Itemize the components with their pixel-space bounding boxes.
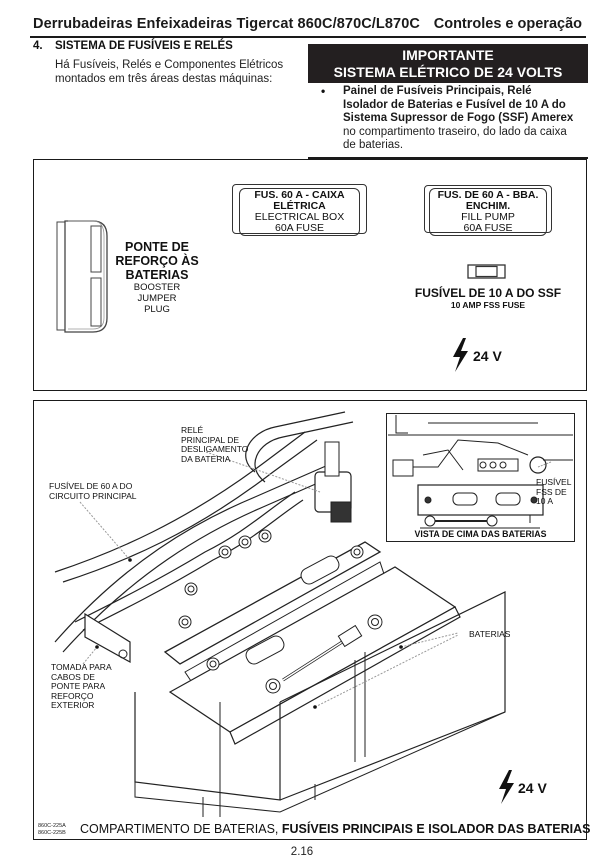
- battery-compartment-drawing: [54, 411, 506, 817]
- booster-socket-callout: TOMADA PARA CABOS DE PONTE PARA REFORÇO …: [51, 662, 112, 711]
- label-text: FUS. 60 A - CAIXA: [254, 189, 345, 201]
- bullet-line: de baterias.: [343, 139, 404, 152]
- bullet-bold-line: Isolador de Baterias e Fusível de 10 A d…: [343, 98, 566, 111]
- battery-compartment-figure: [33, 400, 587, 840]
- figure-caption: COMPARTIMENTO DE BATERIAS, FUSÍVEIS PRIN…: [80, 822, 591, 836]
- label-text: FILL PUMP: [461, 211, 515, 223]
- callout-text: CABOS DE: [51, 671, 95, 682]
- important-heading: IMPORTANTE: [402, 47, 494, 63]
- intro-line: montados em três áreas destas máquinas:: [55, 72, 273, 85]
- main-fuse-callout: FUSÍVEL DE 60 A DO CIRCUITO PRINCIPAL: [49, 481, 137, 501]
- callout-text: RELÉ: [181, 425, 204, 435]
- fss-fuse-callout: FUSÍVEL FSS DE 10 A: [536, 477, 572, 507]
- bullet-bold-line: Sistema Supressor de Fogo (SSF) Amerex: [343, 112, 574, 125]
- callout-text: EXTERIOR: [51, 700, 95, 710]
- fuse-label-inner: FUS. 60 A - CAIXA ELÉTRICA ELECTRICAL BO…: [239, 188, 360, 236]
- bullet-divider: [308, 157, 588, 159]
- figure-code: 860C-225B: [38, 829, 66, 836]
- label-text: PONTE DE: [125, 240, 189, 254]
- important-subheading: SISTEMA ELÉTRICO DE 24 VOLTS: [333, 64, 563, 80]
- label-text: ENCHIM.: [465, 200, 511, 212]
- bullet-bold-line: Painel de Fusíveis Principais, Relé: [343, 85, 532, 97]
- important-notice: IMPORTANTE SISTEMA ELÉTRICO DE 24 VOLTS: [308, 44, 588, 83]
- callout-text: PONTE PARA: [51, 681, 106, 691]
- bullet-icon: •: [321, 84, 326, 98]
- header-divider: [30, 36, 586, 38]
- callout-text: FUSÍVEL DE 60 A DO: [49, 481, 133, 491]
- callout-text: DESLIGAMENTO: [181, 444, 249, 454]
- label-text: REFORÇO ÀS: [115, 254, 199, 268]
- voltage-label: 24 V: [518, 780, 547, 796]
- voltage-label: 24 V: [473, 348, 502, 364]
- electrical-box-fuse-label: FUS. 60 A - CAIXA ELÉTRICA ELECTRICAL BO…: [232, 184, 367, 236]
- fuse-icon: [467, 264, 506, 279]
- label-text: BOOSTER: [133, 282, 181, 293]
- label-text: 60A FUSE: [274, 222, 325, 234]
- callout-text: TOMADA PARA: [51, 662, 112, 672]
- section-title: SISTEMA DE FUSÍVEIS E RELÉS: [55, 40, 233, 52]
- label-text: FUS. DE 60 A - BBA.: [437, 189, 539, 201]
- label-text: 10 AMP FSS FUSE: [450, 300, 526, 310]
- label-text: 60A FUSE: [463, 222, 513, 234]
- callout-text: REFORÇO: [51, 690, 94, 701]
- caption-text: COMPARTIMENTO DE BATERIAS,: [80, 822, 282, 836]
- intro-line: Há Fusíveis, Relés e Componentes Elétric…: [55, 59, 284, 71]
- fuse-label-inner: FUS. DE 60 A - BBA. ENCHIM. FILL PUMP 60…: [429, 188, 547, 236]
- lightning-bolt-icon: [453, 338, 468, 372]
- inset-caption: VISTA DE CIMA DAS BATERIAS: [414, 529, 547, 539]
- label-text: JUMPER: [137, 293, 177, 304]
- callout-text: PRINCIPAL DE: [181, 434, 240, 445]
- callout-text: CIRCUITO PRINCIPAL: [49, 490, 137, 501]
- page-number: 2.16: [290, 846, 314, 858]
- batteries-callout: BATERIAS: [469, 629, 511, 639]
- document-title: Derrubadeiras Enfeixadeiras Tigercat 860…: [33, 16, 420, 32]
- label-text: BATERIAS: [125, 268, 189, 282]
- label-text: FUSÍVEL DE 10 A DO SSF: [414, 286, 562, 300]
- lightning-bolt-icon: [499, 770, 514, 804]
- ssf-fuse-label: FUSÍVEL DE 10 A DO SSF 10 AMP FSS FUSE: [400, 286, 576, 311]
- section-number: 4.: [33, 40, 43, 52]
- label-text: ELECTRICAL BOX: [254, 211, 345, 223]
- section-name: Controles e operação: [433, 16, 582, 32]
- callout-text: FSS DE: [536, 486, 567, 497]
- label-text: ELÉTRICA: [273, 200, 326, 212]
- callout-text: FUSÍVEL: [536, 477, 572, 487]
- figure-code: 860C-225A: [38, 823, 66, 829]
- fill-pump-fuse-label: FUS. DE 60 A - BBA. ENCHIM. FILL PUMP 60…: [424, 185, 552, 236]
- intro-paragraph: Há Fusíveis, Relés e Componentes Elétric…: [55, 59, 295, 86]
- bullet-line: no compartimento traseiro, do lado da ca…: [343, 125, 567, 138]
- booster-plug-icon: [56, 220, 108, 333]
- callout-text: DA BATERIA: [181, 453, 231, 464]
- callout-text: 10 A: [536, 496, 554, 506]
- fuse-panel-figure: [33, 159, 587, 391]
- figure-codes: 860C-225A 860C-225B: [38, 823, 66, 836]
- booster-plug-label: PONTE DE REFORÇO ÀS BATERIAS BOOSTER JUM…: [112, 240, 202, 315]
- top-view-jumper-drawing: [420, 515, 540, 529]
- bullet-item: Painel de Fusíveis Principais, Relé Isol…: [343, 85, 588, 153]
- label-text: PLUG: [144, 304, 170, 315]
- relay-callout: RELÉ PRINCIPAL DE DESLIGAMENTO DA BATERI…: [181, 425, 249, 464]
- top-view-drawing: [388, 415, 573, 523]
- caption-bold-text: FUSÍVEIS PRINCIPAIS E ISOLADOR DAS BATER…: [281, 822, 591, 836]
